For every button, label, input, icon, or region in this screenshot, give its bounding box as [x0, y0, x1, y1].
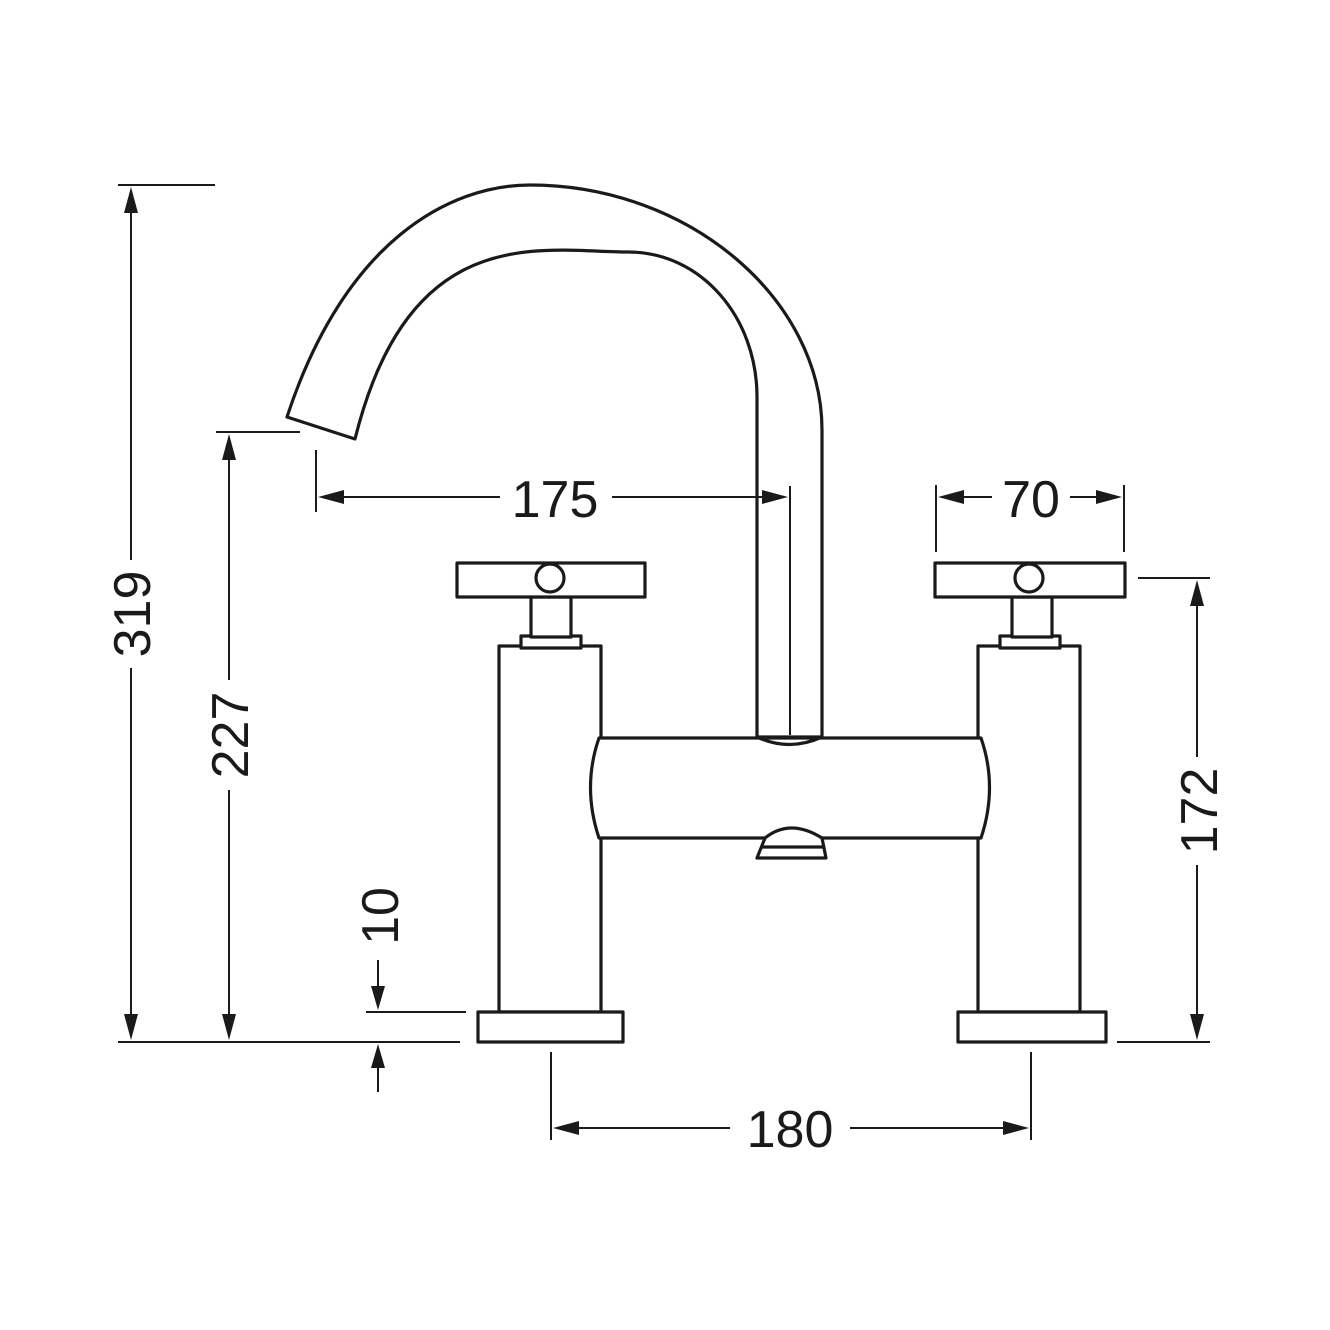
- dimension-total-height: 319: [104, 184, 460, 1043]
- handle-width-label: 70: [1002, 471, 1060, 529]
- base-thickness-label: 10: [352, 887, 410, 945]
- tap-body: [285, 183, 1127, 1044]
- spout-joint: [755, 735, 824, 747]
- dimension-base-thickness: 10: [352, 887, 466, 1092]
- dimension-centres: 180: [550, 1052, 1032, 1159]
- right-handle-stem: [1010, 595, 1054, 639]
- right-pillar: [976, 644, 1082, 1014]
- centres-label: 180: [747, 1101, 834, 1159]
- bridge-body: [588, 736, 992, 840]
- handle-height-label: 172: [1171, 768, 1229, 855]
- left-base: [476, 1010, 625, 1044]
- dimension-handle-width: 70: [935, 471, 1125, 552]
- right-handle-knob: [1013, 562, 1045, 594]
- spout-reach-label: 175: [512, 471, 599, 529]
- right-base: [956, 1010, 1108, 1044]
- spout-height-label: 227: [202, 692, 260, 779]
- spout: [285, 183, 824, 739]
- dimension-spout-height: 227: [202, 431, 300, 1040]
- total-height-label: 319: [104, 571, 162, 658]
- left-pillar: [497, 644, 603, 1014]
- right-handle: [933, 561, 1127, 650]
- dimension-spout-reach: 175: [315, 450, 791, 735]
- left-handle-knob: [534, 562, 566, 594]
- left-handle: [455, 561, 647, 650]
- bath-outlet: [755, 826, 828, 860]
- dimension-handle-height: 172: [1117, 577, 1229, 1043]
- left-handle-stem: [529, 595, 573, 639]
